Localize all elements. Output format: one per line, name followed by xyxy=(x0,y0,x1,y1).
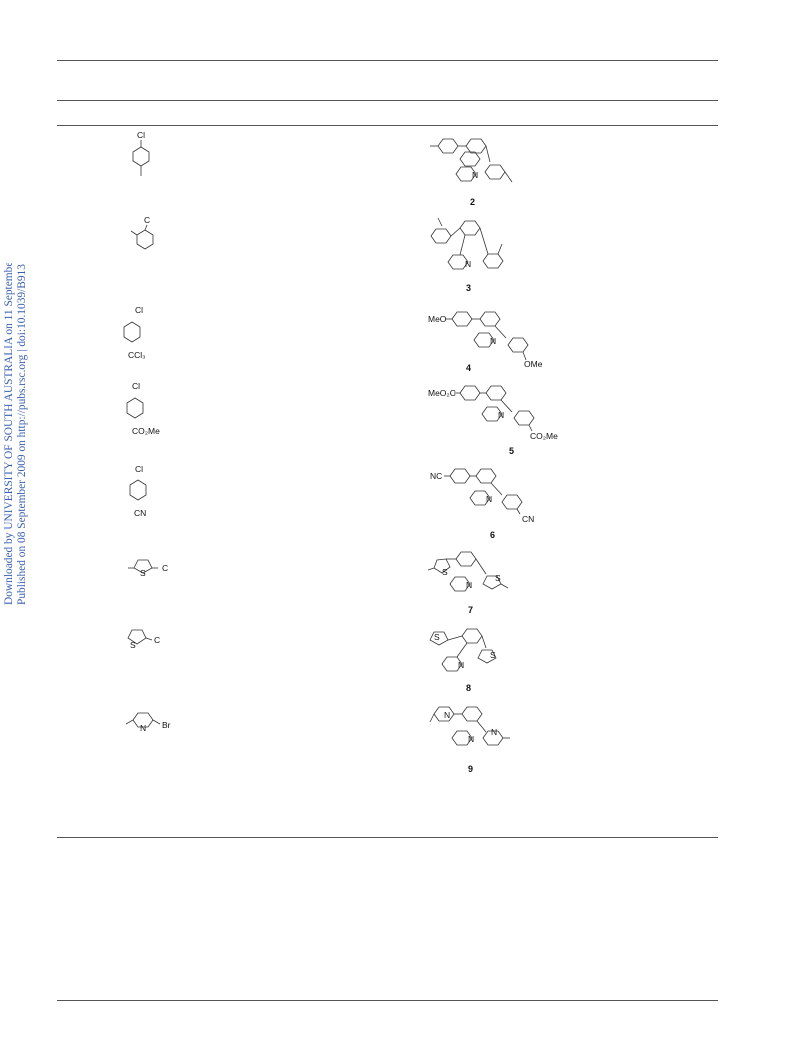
product-structure-7: S N S xyxy=(427,548,528,608)
table-header-rule xyxy=(57,100,718,101)
reagent-structure-7: S C xyxy=(124,628,168,652)
product-structure-9: N N N xyxy=(428,702,528,762)
product-label: S xyxy=(490,650,496,660)
pyridine-n-label: N xyxy=(491,727,497,737)
reagent-structure-5: Cl CN xyxy=(126,460,166,520)
product-label: S xyxy=(495,573,501,583)
pyridine-n-label: N xyxy=(465,259,471,269)
pyridine-n-label: N xyxy=(444,710,450,720)
compound-number: 4 xyxy=(466,363,472,373)
product-label: MeO₂C xyxy=(428,388,456,398)
reagent-structure-8: N Br xyxy=(124,704,176,734)
product-structure-5: MeO₂C N CO₂Me xyxy=(428,380,568,442)
compound-number: 8 xyxy=(466,683,472,693)
download-watermark: Downloaded by UNIVERSITY OF SOUTH AUSTRA… xyxy=(0,263,32,608)
compound-number: 7 xyxy=(468,605,474,615)
product-structure-3: N xyxy=(428,214,518,276)
table-bottom-rule xyxy=(57,837,718,838)
reagent-structure-3: Cl CCl₃ xyxy=(118,302,164,360)
reagent-label: Cl xyxy=(135,305,143,315)
product-structure-2: N xyxy=(428,132,518,194)
product-label: OMe xyxy=(524,359,543,369)
watermark-line-1: Downloaded by UNIVERSITY OF SOUTH AUSTRA… xyxy=(3,263,15,605)
reagent-label: C xyxy=(162,563,168,573)
reagent-label: C xyxy=(144,215,150,225)
product-label: CO₂Me xyxy=(530,431,558,441)
reagent-label: Cl xyxy=(132,381,140,391)
watermark-line-2: Published on 08 September 2009 on http:/… xyxy=(16,263,28,605)
compound-number: 2 xyxy=(470,197,476,207)
product-label: MeO xyxy=(428,314,447,324)
pyridine-n-label: N xyxy=(472,170,478,180)
reagent-label: CCl₃ xyxy=(128,350,146,360)
reagent-structure-6: S C xyxy=(126,556,176,580)
product-structure-8: S N S xyxy=(428,626,518,686)
reagent-structure-1: Cl xyxy=(128,130,158,182)
pyridine-n-label: N xyxy=(468,734,474,744)
table-body-rule xyxy=(57,125,718,126)
pyridine-n-label: N xyxy=(490,336,496,346)
reagent-label: S xyxy=(130,640,136,650)
pyridine-n-label: N xyxy=(466,580,472,590)
compound-number: 5 xyxy=(509,446,515,456)
table-top-rule xyxy=(57,60,718,61)
pyridine-n-label: N xyxy=(486,494,492,504)
product-label: S xyxy=(434,632,440,642)
reagent-structure-4: Cl CO₂Me xyxy=(120,378,170,438)
product-label: S xyxy=(442,567,448,577)
reagent-label: Cl xyxy=(135,464,143,474)
page-footer-rule xyxy=(57,1000,718,1001)
reagent-label: S xyxy=(140,568,146,578)
reagent-label: C xyxy=(154,635,160,645)
compound-number: 6 xyxy=(490,530,496,540)
product-structure-6: NC N CN xyxy=(428,464,558,526)
pyridine-n-label: N xyxy=(458,660,464,670)
reagent-label: N xyxy=(140,723,146,733)
reagent-structure-2: C xyxy=(130,214,160,258)
product-label: NC xyxy=(430,471,442,481)
compound-number: 3 xyxy=(466,283,472,293)
reagent-label: Cl xyxy=(137,130,145,140)
pyridine-n-label: N xyxy=(498,410,504,420)
product-label: CN xyxy=(522,514,534,524)
product-structure-4: MeO N OMe xyxy=(428,308,558,370)
reagent-label: CO₂Me xyxy=(132,426,160,436)
reagent-label: CN xyxy=(134,508,146,518)
compound-number: 9 xyxy=(468,764,474,774)
reagent-label: Br xyxy=(162,720,171,730)
